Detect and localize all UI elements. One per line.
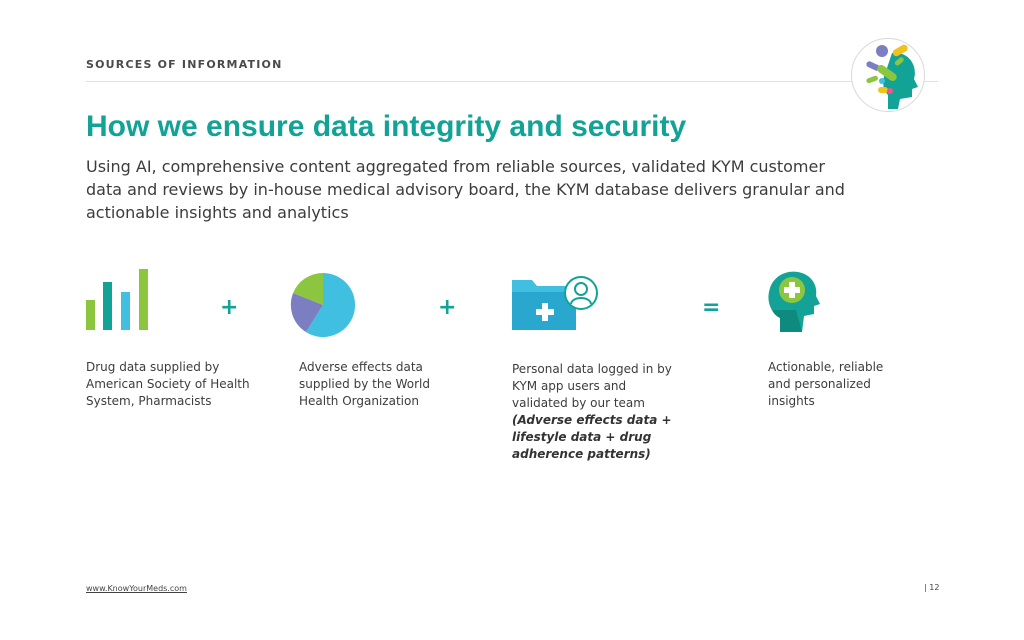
head-plus-icon [768,271,820,332]
page-title: How we ensure data integrity and securit… [86,110,687,143]
plus-operator-1: + [220,295,239,320]
bar-chart-icon [86,269,148,330]
caption-personal-data: Personal data logged in by KYM app users… [512,361,677,463]
page-number: | 12 [924,583,940,592]
head-with-pills-logo-icon [866,44,918,109]
pie-chart-icon [290,272,356,337]
header-divider [86,81,938,82]
section-label: SOURCES OF INFORMATION [86,58,283,71]
caption-personal-data-text: Personal data logged in by KYM app users… [512,362,672,410]
caption-adverse-effects: Adverse effects data supplied by the Wor… [299,360,431,408]
caption-insights: Actionable, reliable and personalized in… [768,360,884,408]
equals-operator: = [702,295,721,320]
caption-personal-data-note: (Adverse effects data + lifestyle data +… [512,413,672,461]
brand-logo [851,38,925,112]
website-link[interactable]: www.KnowYourMeds.com [86,584,187,593]
page-subtitle: Using AI, comprehensive content aggregat… [86,157,845,222]
caption-drug-data: Drug data supplied by American Society o… [86,360,250,408]
medical-folder-user-icon [512,276,598,330]
plus-operator-2: + [438,295,457,320]
